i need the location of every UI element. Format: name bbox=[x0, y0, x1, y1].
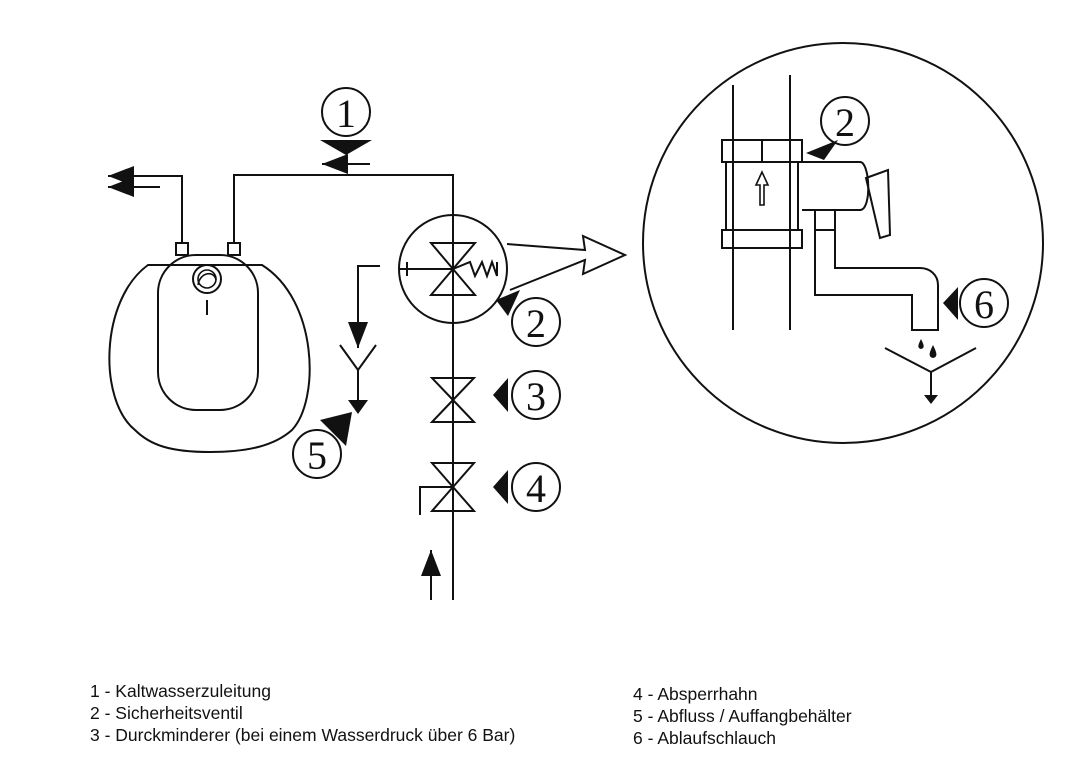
legend-right: 4 - Absperrhahn 5 - Abfluss / Auffangbeh… bbox=[633, 683, 852, 749]
callout-4-label: 4 bbox=[526, 466, 546, 511]
callout-3: 3 bbox=[493, 370, 561, 420]
legend-item: 2 - Sicherheitsventil bbox=[90, 703, 243, 723]
callout-1-label: 1 bbox=[336, 91, 356, 136]
callout-5-label: 5 bbox=[307, 433, 327, 478]
callout-1: 1 bbox=[320, 87, 372, 155]
drain-line bbox=[339, 265, 380, 414]
callout-6: 6 bbox=[943, 278, 1009, 328]
callout-3-label: 3 bbox=[526, 374, 546, 419]
detail-view bbox=[642, 42, 1044, 444]
legend-item: 5 - Abfluss / Auffangbehälter bbox=[633, 706, 852, 726]
water-heater bbox=[108, 242, 311, 454]
callout-2-detail: 2 bbox=[806, 96, 870, 160]
shutoff-valve bbox=[419, 462, 477, 515]
callout-2-detail-label: 2 bbox=[835, 100, 855, 145]
hot-water-outlet bbox=[108, 166, 183, 243]
legend-item: 3 - Durckminderer (bei einem Wasserdruck… bbox=[90, 725, 516, 745]
callout-6-label: 6 bbox=[974, 282, 994, 327]
pressure-reducer bbox=[429, 377, 477, 423]
callout-2-main: 2 bbox=[496, 290, 561, 347]
callout-2-main-label: 2 bbox=[526, 301, 546, 346]
legend-item: 1 - Kaltwasserzuleitung bbox=[90, 681, 271, 701]
callout-5: 5 bbox=[292, 412, 352, 479]
legend-item: 4 - Absperrhahn bbox=[633, 684, 758, 704]
cold-water-pipe bbox=[233, 154, 454, 600]
callout-4: 4 bbox=[493, 462, 561, 512]
safety-valve bbox=[398, 214, 628, 324]
legend-left: 1 - Kaltwasserzuleitung 2 - Sicherheitsv… bbox=[90, 680, 515, 746]
legend-item: 6 - Ablaufschlauch bbox=[633, 728, 777, 748]
